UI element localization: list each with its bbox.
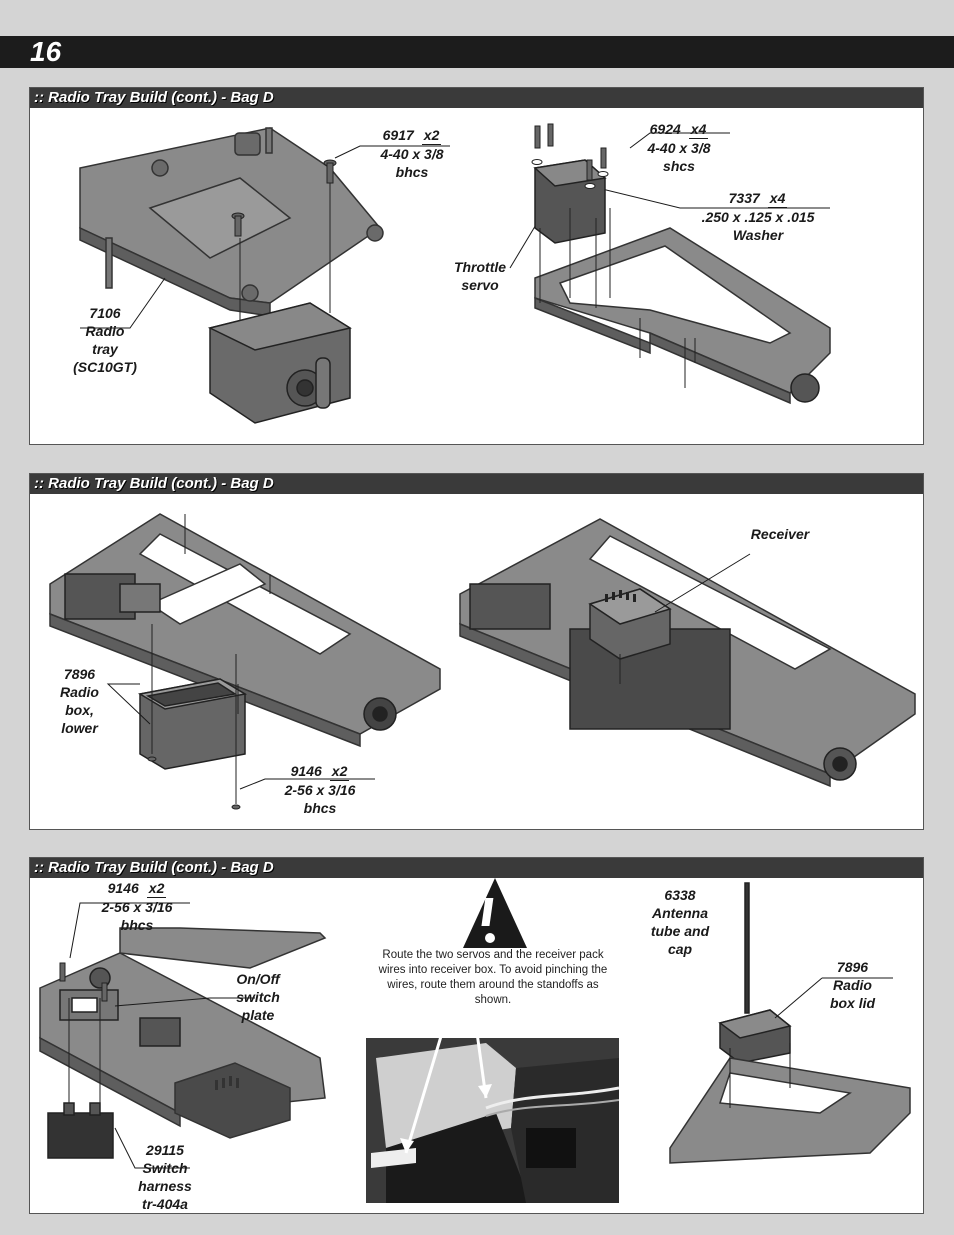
part-label-6924: 6924 x4 4-40 x 3/8 shcs — [624, 120, 734, 175]
part-description: 4-40 x 3/8 — [380, 146, 444, 162]
label-text: servo — [461, 277, 499, 293]
part-number: 9146 — [107, 880, 139, 896]
page-header: 16 — [0, 36, 954, 68]
part-number: 6338 — [664, 887, 696, 903]
part-description: Radio — [85, 323, 125, 339]
part-label-6917: 6917 x2 4-40 x 3/8 bhcs — [362, 126, 462, 181]
label-text: Receiver — [750, 526, 810, 542]
part-number: 6924 — [649, 121, 681, 137]
part-number: 6917 — [382, 127, 414, 143]
part-description: bhcs — [120, 917, 154, 933]
part-quantity: x4 — [767, 190, 788, 208]
part-number: 7896 — [63, 666, 96, 682]
part-description: bhcs — [303, 800, 337, 816]
section-title-bar: :: Radio Tray Build (cont.) - Bag D — [30, 858, 923, 878]
part-description: Antenna — [652, 905, 708, 921]
part-description: 2-56 x 3/16 — [284, 782, 356, 798]
part-label-7896: 7896 Radio box, lower — [42, 665, 117, 737]
part-quantity: x2 — [146, 880, 167, 898]
part-number: 7896 — [836, 959, 869, 975]
section-title: :: Radio Tray Build (cont.) - Bag D — [34, 475, 274, 492]
page-number: 16 — [30, 36, 62, 67]
part-label-9146: 9146 x2 2-56 x 3/16 bhcs — [265, 762, 375, 817]
label-onoff-switch-plate: On/Off switch plate — [218, 970, 298, 1024]
part-label-7337: 7337 x4 .250 x .125 x .015 Washer — [678, 189, 838, 244]
assembly-illustration — [49, 513, 916, 810]
part-description: bhcs — [395, 164, 429, 180]
section-title-bar: :: Radio Tray Build (cont.) - Bag D — [30, 88, 923, 108]
part-label-29115: 29115 Switch harness tr-404a — [125, 1141, 205, 1213]
part-number: 9146 — [290, 763, 322, 779]
part-number: 29115 — [146, 1142, 184, 1158]
part-description: harness — [138, 1178, 192, 1194]
section-panel-2: :: Radio Tray Build (cont.) - Bag D — [29, 473, 924, 830]
part-description: .250 x .125 x .015 — [701, 209, 815, 225]
label-text: switch — [236, 989, 280, 1005]
part-number: 7337 — [728, 190, 760, 206]
part-description: cap — [667, 941, 693, 957]
label-text: Throttle — [453, 259, 507, 275]
part-quantity: x4 — [688, 121, 709, 139]
wiring-photo-image — [366, 1038, 619, 1203]
exclamation-triangle-icon — [463, 878, 527, 948]
wiring-note: Route the two servos and the receiver pa… — [378, 949, 608, 1006]
part-description: Switch — [142, 1160, 188, 1176]
part-quantity: x2 — [421, 127, 442, 145]
label-throttle-servo: Throttle servo — [440, 258, 520, 294]
part-description: Radio — [60, 684, 99, 700]
label-receiver: Receiver — [740, 525, 820, 543]
part-label-7896-lid: 7896 Radio box lid — [810, 958, 895, 1012]
section-title-bar: :: Radio Tray Build (cont.) - Bag D — [30, 474, 923, 494]
part-description: shcs — [663, 158, 695, 174]
part-quantity: x2 — [329, 763, 350, 781]
part-description: Washer — [732, 227, 784, 243]
part-description: lower — [61, 720, 98, 736]
part-label-9146: 9146 x2 2-56 x 3/16 bhcs — [82, 879, 192, 934]
part-label-6338: 6338 Antenna tube and cap — [635, 886, 725, 958]
label-text: On/Off — [236, 971, 280, 987]
part-description: Radio — [833, 977, 872, 993]
part-description: (SC10GT) — [73, 359, 137, 375]
part-number: 7106 — [89, 305, 121, 321]
part-label-7106: 7106 Radio tray (SC10GT) — [60, 304, 150, 376]
section-panel-1: :: Radio Tray Build (cont.) - Bag D — [29, 87, 924, 445]
part-description: 4-40 x 3/8 — [647, 140, 711, 156]
part-description: box, — [65, 702, 94, 718]
part-description: box lid — [829, 995, 876, 1011]
part-description: 2-56 x 3/16 — [101, 899, 173, 915]
wiring-photo — [366, 1038, 619, 1203]
assembly-illustration — [39, 878, 911, 1169]
part-description: tube and — [650, 923, 710, 939]
part-description: tray — [92, 341, 118, 357]
label-text: plate — [241, 1007, 275, 1023]
section-title: :: Radio Tray Build (cont.) - Bag D — [34, 89, 274, 106]
part-description: tr-404a — [142, 1196, 188, 1212]
assembly-illustration — [79, 123, 831, 424]
section-title: :: Radio Tray Build (cont.) - Bag D — [34, 859, 274, 876]
